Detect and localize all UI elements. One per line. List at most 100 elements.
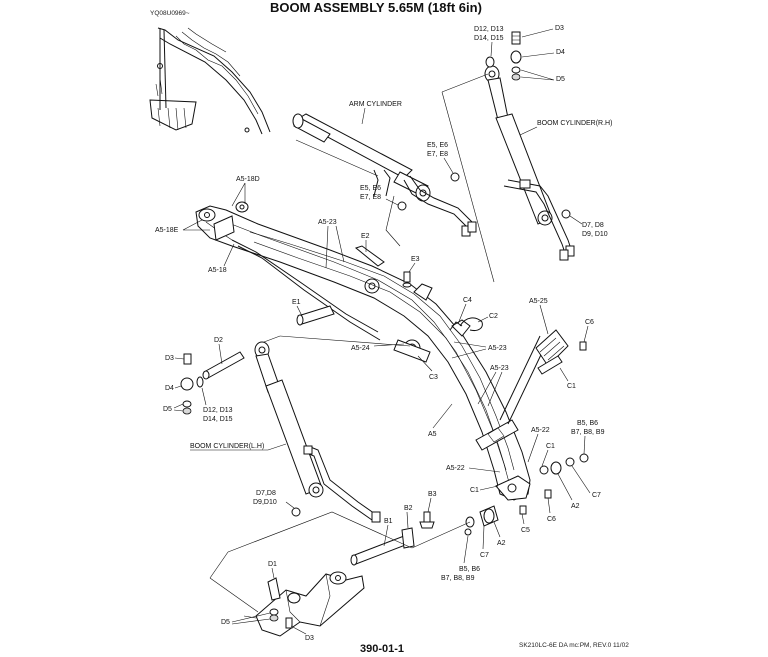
leader-line (285, 501, 295, 509)
leader-line (490, 41, 493, 57)
leader-line (325, 225, 345, 269)
leader-line (477, 316, 489, 323)
leader-line (201, 387, 207, 406)
label-c7-low: C7 (480, 552, 489, 559)
label-a5-23-low: A5-23 (490, 365, 509, 372)
label-a5-18d: A5-18D (236, 176, 260, 183)
label-e3: E3 (411, 256, 420, 263)
image-reference: YQ08U0969~ (150, 10, 190, 17)
leader-line (182, 219, 210, 231)
arm-cylinder (292, 113, 477, 237)
washer (561, 209, 571, 219)
label-b2: B2 (404, 505, 413, 512)
lower-bushings (464, 505, 499, 536)
label-a5-23-top: A5-23 (318, 219, 337, 226)
label-d3-left: D3 (165, 355, 174, 362)
leader-line (519, 126, 538, 136)
label-a5-24: A5-24 (351, 345, 370, 352)
assembly-guide-lines (209, 73, 495, 619)
leader-line (477, 371, 503, 407)
page-number: 390-01-1 (360, 643, 404, 655)
leader-line (557, 473, 573, 501)
page-title: BOOM ASSEMBLY 5.65M (18ft 6in) (270, 0, 482, 15)
label-d5: D5 (556, 76, 565, 83)
label-c2: C2 (489, 313, 498, 320)
label-a5-23-mid: A5-23 (488, 345, 507, 352)
leader-line (521, 28, 554, 38)
arm-cylinder-label: ARM CYLINDER (349, 101, 402, 108)
pin-e1 (296, 305, 335, 326)
washer (291, 507, 301, 517)
label-b5-b6-low: B5, B6 (459, 566, 480, 573)
label-d5-left: D5 (163, 406, 172, 413)
leader-line (290, 625, 307, 635)
leader-line (468, 467, 501, 473)
leader-line (521, 52, 555, 58)
label-c1-mid: C1 (546, 443, 555, 450)
washer (397, 201, 407, 211)
label-a5-18e: A5-18E (155, 227, 179, 234)
label-d9-d10-left: D9,D10 (253, 499, 277, 506)
leader-line (406, 511, 409, 529)
leader-line (463, 535, 469, 564)
bolt-e3 (402, 271, 412, 288)
label-a5-22-right: A5-22 (531, 427, 550, 434)
label-c6-top: C6 (585, 319, 594, 326)
label-d4-left: D4 (165, 385, 174, 392)
label-d2: D2 (214, 337, 223, 344)
leader-line (296, 305, 303, 317)
label-e5-e6-lower: E5, E6 (360, 185, 381, 192)
hardware-d3-d4-d5-top (485, 31, 522, 81)
label-e5-e6: E5, E6 (427, 142, 448, 149)
label-d7-d8: D7, D8 (582, 222, 604, 229)
pin-b1 (350, 535, 409, 566)
excavator-thumbnail (149, 27, 271, 135)
label-c5: C5 (521, 527, 530, 534)
label-a2-low: A2 (497, 540, 506, 547)
washer (450, 172, 460, 182)
label-c1-top: C1 (567, 383, 576, 390)
label-d4: D4 (556, 49, 565, 56)
label-d7-d8-left: D7,D8 (256, 490, 276, 497)
leader-line (443, 157, 454, 174)
leader-line (432, 403, 453, 429)
leader-line (527, 433, 539, 463)
document-reference: SK210LC-6E DA mc:PM, REV.0 11/02 (519, 642, 629, 649)
leader-line (218, 343, 223, 365)
leader-line (521, 513, 525, 525)
label-e7-e8-lower: E7, E8 (360, 194, 381, 201)
label-d12-d13-left: D12, D13 (203, 407, 233, 414)
boom-cylinder-rh-label: BOOM CYLINDER(R.H) (537, 120, 612, 127)
leader-line (385, 198, 399, 206)
leader-line (583, 435, 586, 455)
boom-cylinder-lh-label: BOOM CYLINDER(L.H) (190, 443, 264, 450)
label-c1-low: C1 (470, 487, 479, 494)
leader-line (231, 182, 246, 207)
label-e2: E2 (361, 233, 370, 240)
leader-line (583, 325, 589, 343)
leader-line (451, 341, 487, 359)
label-b3: B3 (428, 491, 437, 498)
leader-line (173, 403, 184, 412)
label-a2-right: A2 (571, 503, 580, 510)
leader-line (271, 567, 275, 579)
manifold-a5-25 (535, 329, 587, 375)
label-d12-d13: D12, D13 (474, 26, 504, 33)
label-e7-e8: E7, E8 (427, 151, 448, 158)
leader-line (571, 465, 591, 494)
leader-line (383, 524, 389, 547)
boom-cylinder-lh (254, 341, 381, 523)
pin-d2 (202, 351, 245, 380)
leader-line (547, 497, 551, 514)
hardware-d3-d4-d5-left (180, 353, 204, 415)
clamp-c2 (459, 317, 483, 331)
leader-line (223, 243, 235, 267)
label-d3-bottom: D3 (305, 635, 314, 642)
label-e1: E1 (292, 299, 301, 306)
bolt-c4 (449, 321, 463, 331)
leader-line (190, 443, 287, 451)
label-a5-22-left: A5-22 (446, 465, 465, 472)
leader-line (559, 367, 569, 382)
leader-line (479, 485, 499, 491)
